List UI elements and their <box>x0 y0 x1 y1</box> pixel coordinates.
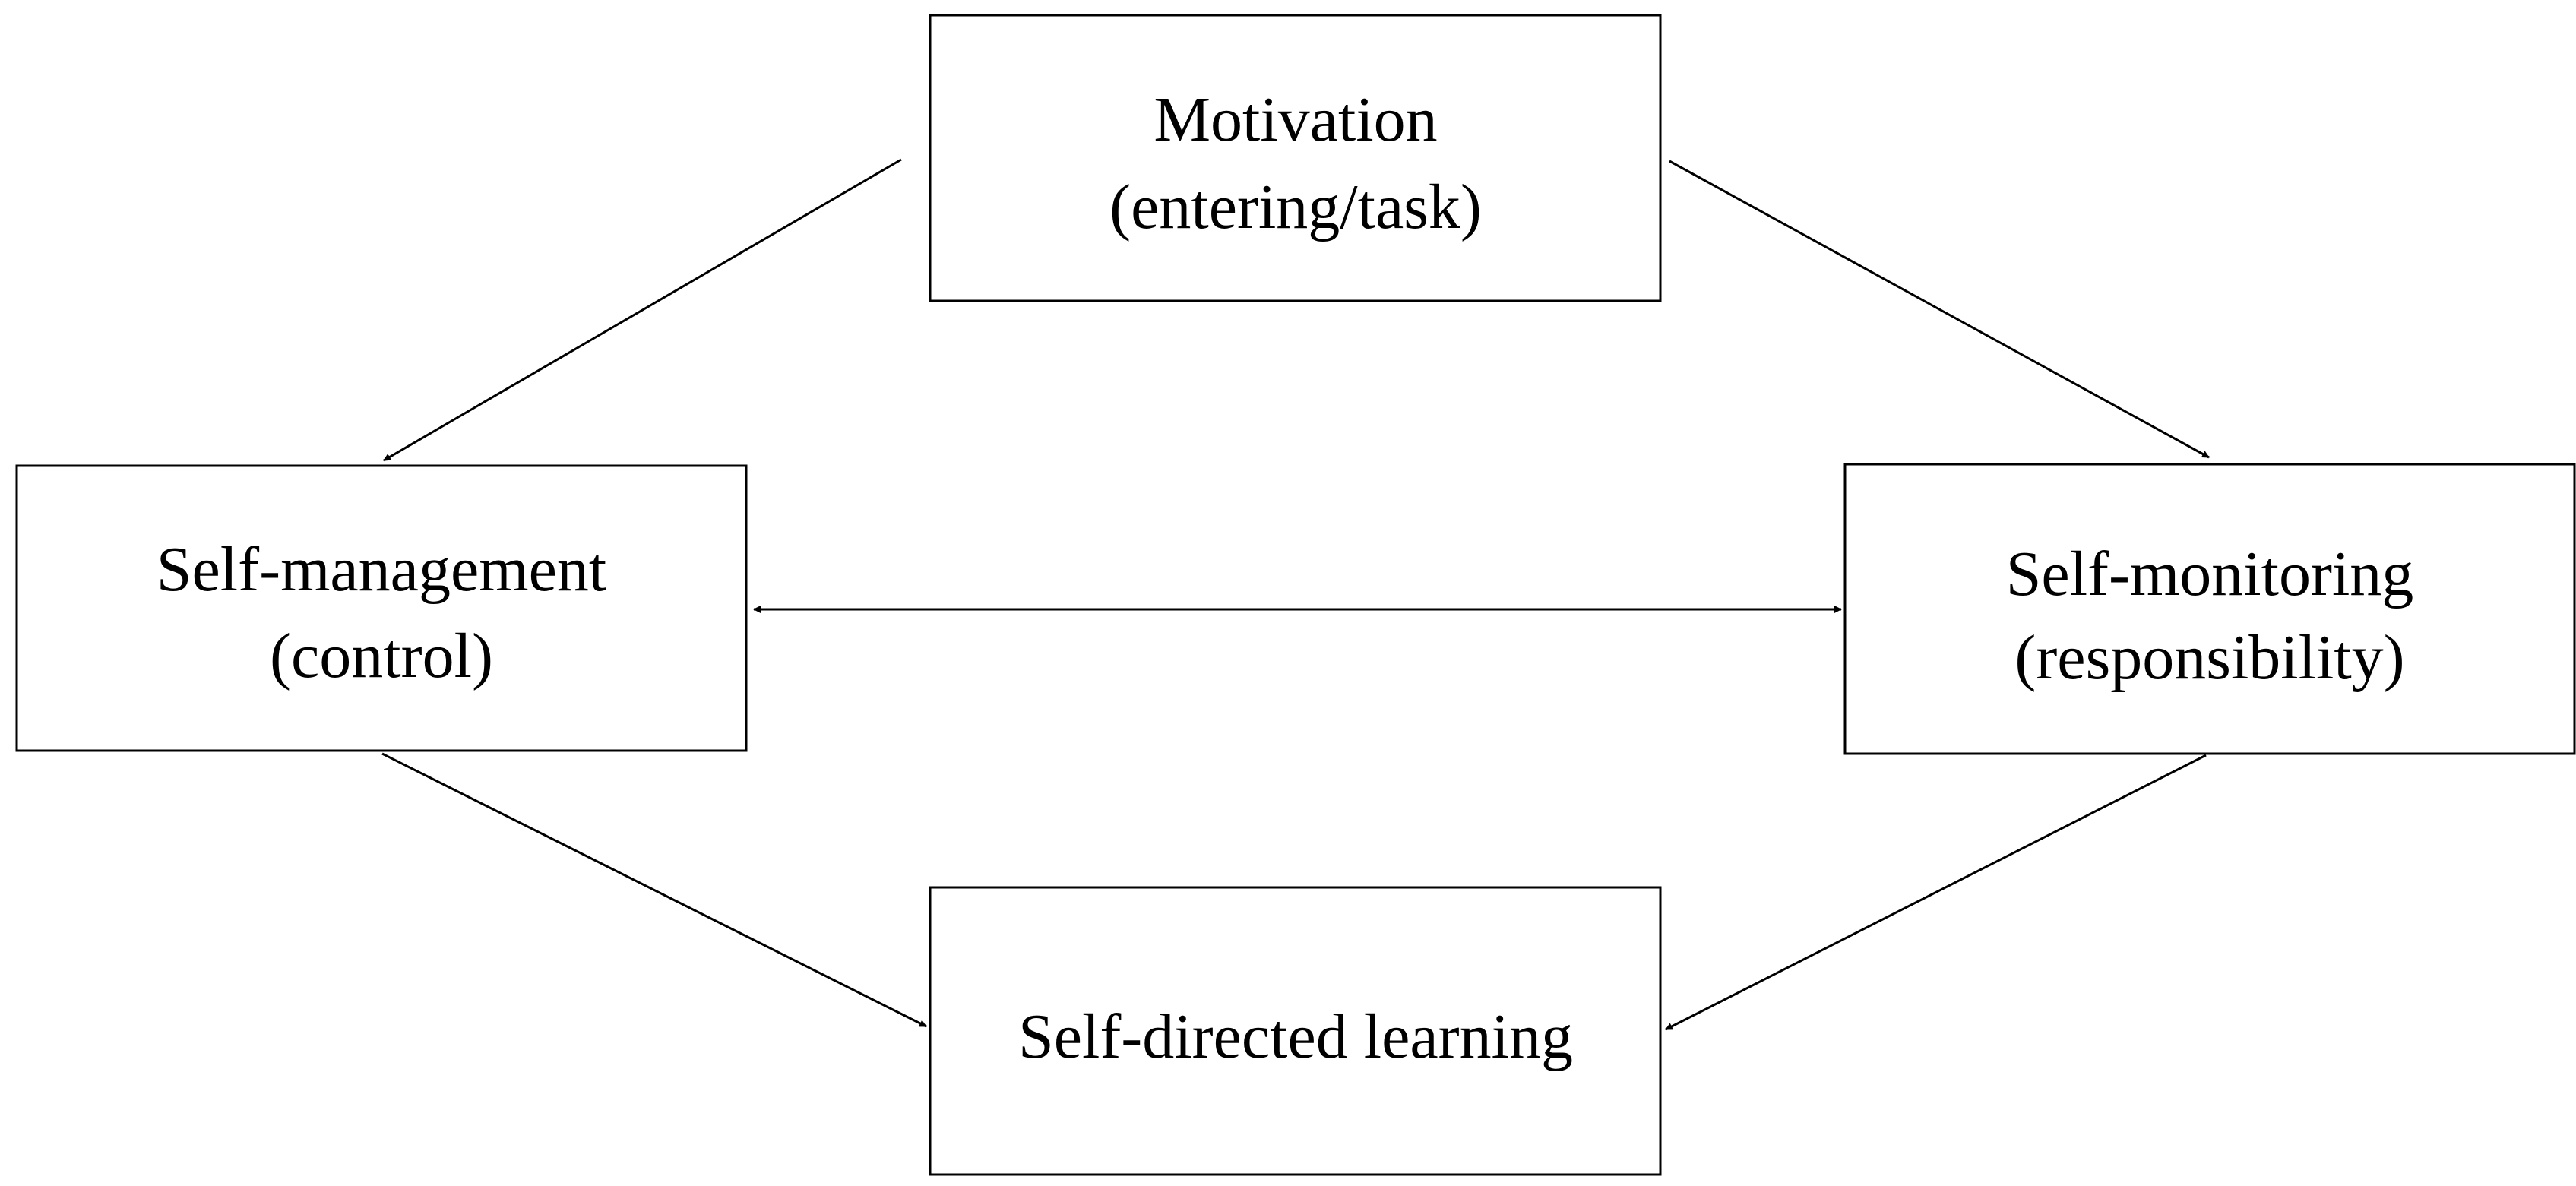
node-self-monitoring-box <box>1843 463 2576 755</box>
node-motivation-title: Motivation <box>1154 84 1437 155</box>
node-motivation-box <box>929 14 1662 302</box>
node-self-management: Self-management (control) <box>15 464 748 752</box>
node-self-management-subtitle: (control) <box>270 621 493 691</box>
node-self-management-title: Self-management <box>157 534 606 605</box>
edge-self-management-to-self-directed-learning <box>381 752 927 1028</box>
node-self-directed-learning-box <box>929 886 1662 1176</box>
node-self-directed-learning-title: Self-directed learning <box>1018 1001 1573 1072</box>
edge-self-monitoring-to-self-directed-learning <box>1665 754 2207 1031</box>
edge-motivation-to-self-management <box>383 158 902 462</box>
node-motivation: Motivation (entering/task) <box>929 14 1662 302</box>
node-self-monitoring: Self-monitoring (responsibility) <box>1843 463 2576 755</box>
node-self-monitoring-subtitle: (responsibility) <box>2014 622 2404 693</box>
node-motivation-subtitle: (entering/task) <box>1109 172 1482 242</box>
node-self-monitoring-title: Self-monitoring <box>2006 539 2414 609</box>
node-self-directed-learning: Self-directed learning <box>929 886 1662 1176</box>
node-self-management-box <box>15 464 748 752</box>
edges <box>381 158 2210 1031</box>
edge-motivation-to-self-monitoring <box>1669 160 2210 459</box>
